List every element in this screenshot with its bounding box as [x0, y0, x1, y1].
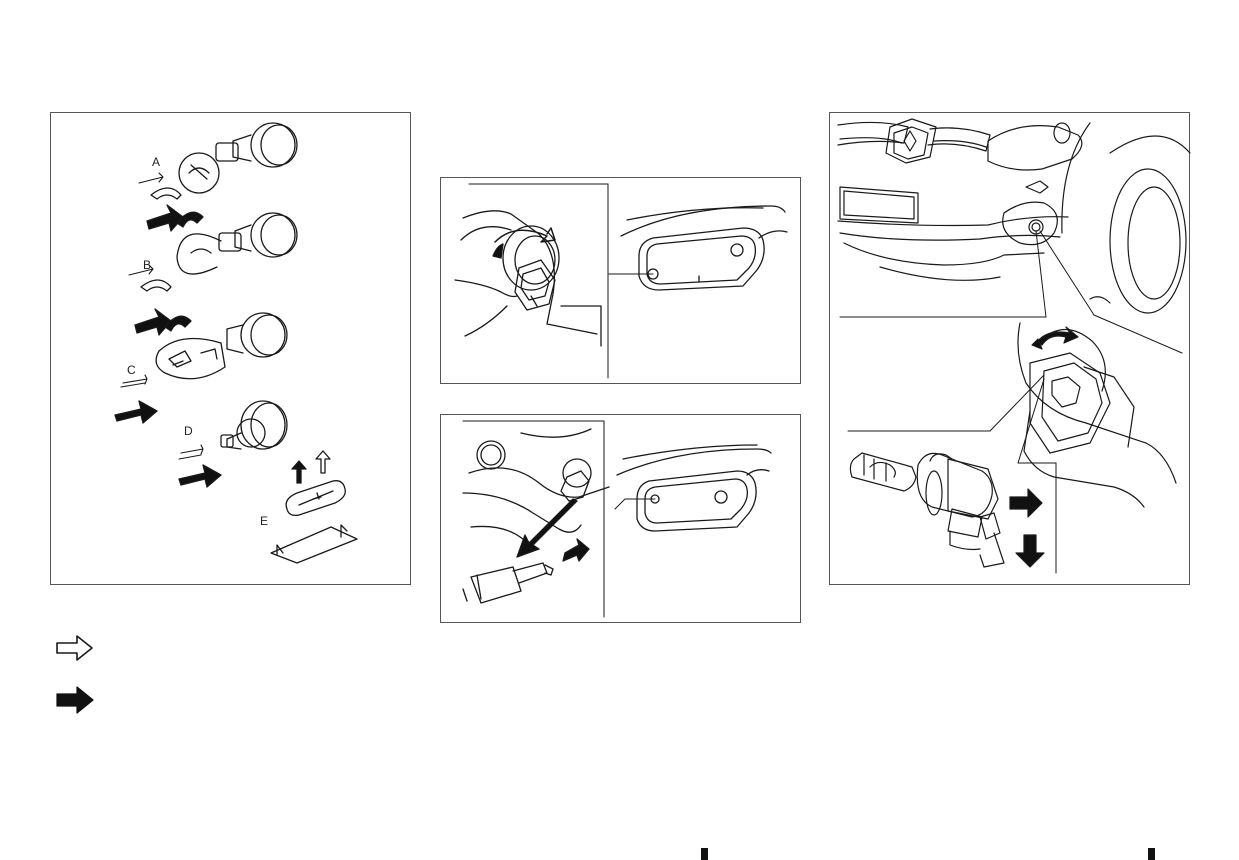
side-lamp-location-drawing — [608, 205, 788, 291]
fog-lamp-bulb-drawing — [849, 452, 1045, 568]
label-e: E — [260, 514, 269, 528]
bulb-c-drawing — [114, 312, 288, 424]
fog-lamp-connector-drawing — [1017, 322, 1177, 508]
fog-lamp-bulb-illustration — [829, 112, 1191, 585]
bulb-d-drawing — [178, 400, 288, 488]
connector-drawing — [454, 210, 602, 347]
solid-arrow-icon — [55, 686, 95, 719]
bulb-types-illustration: A B C D E — [50, 112, 411, 585]
crop-mark — [701, 848, 708, 860]
label-a: A — [152, 155, 161, 169]
crop-mark — [1148, 848, 1155, 860]
bulb-b-drawing — [128, 212, 298, 336]
label-c: C — [127, 363, 136, 377]
side-lamp-bulb-removal-illustration — [440, 414, 801, 623]
bulb-extraction-drawing — [462, 428, 610, 604]
label-b: B — [143, 258, 152, 272]
side-lamp-connector-illustration — [440, 177, 801, 384]
bulb-e-drawing — [270, 450, 358, 564]
bulb-a-drawing — [138, 122, 298, 232]
label-d: D — [184, 424, 193, 438]
outline-arrow-icon — [55, 634, 95, 667]
vehicle-front-drawing — [837, 118, 1191, 314]
side-lamp-drawing — [614, 444, 772, 532]
